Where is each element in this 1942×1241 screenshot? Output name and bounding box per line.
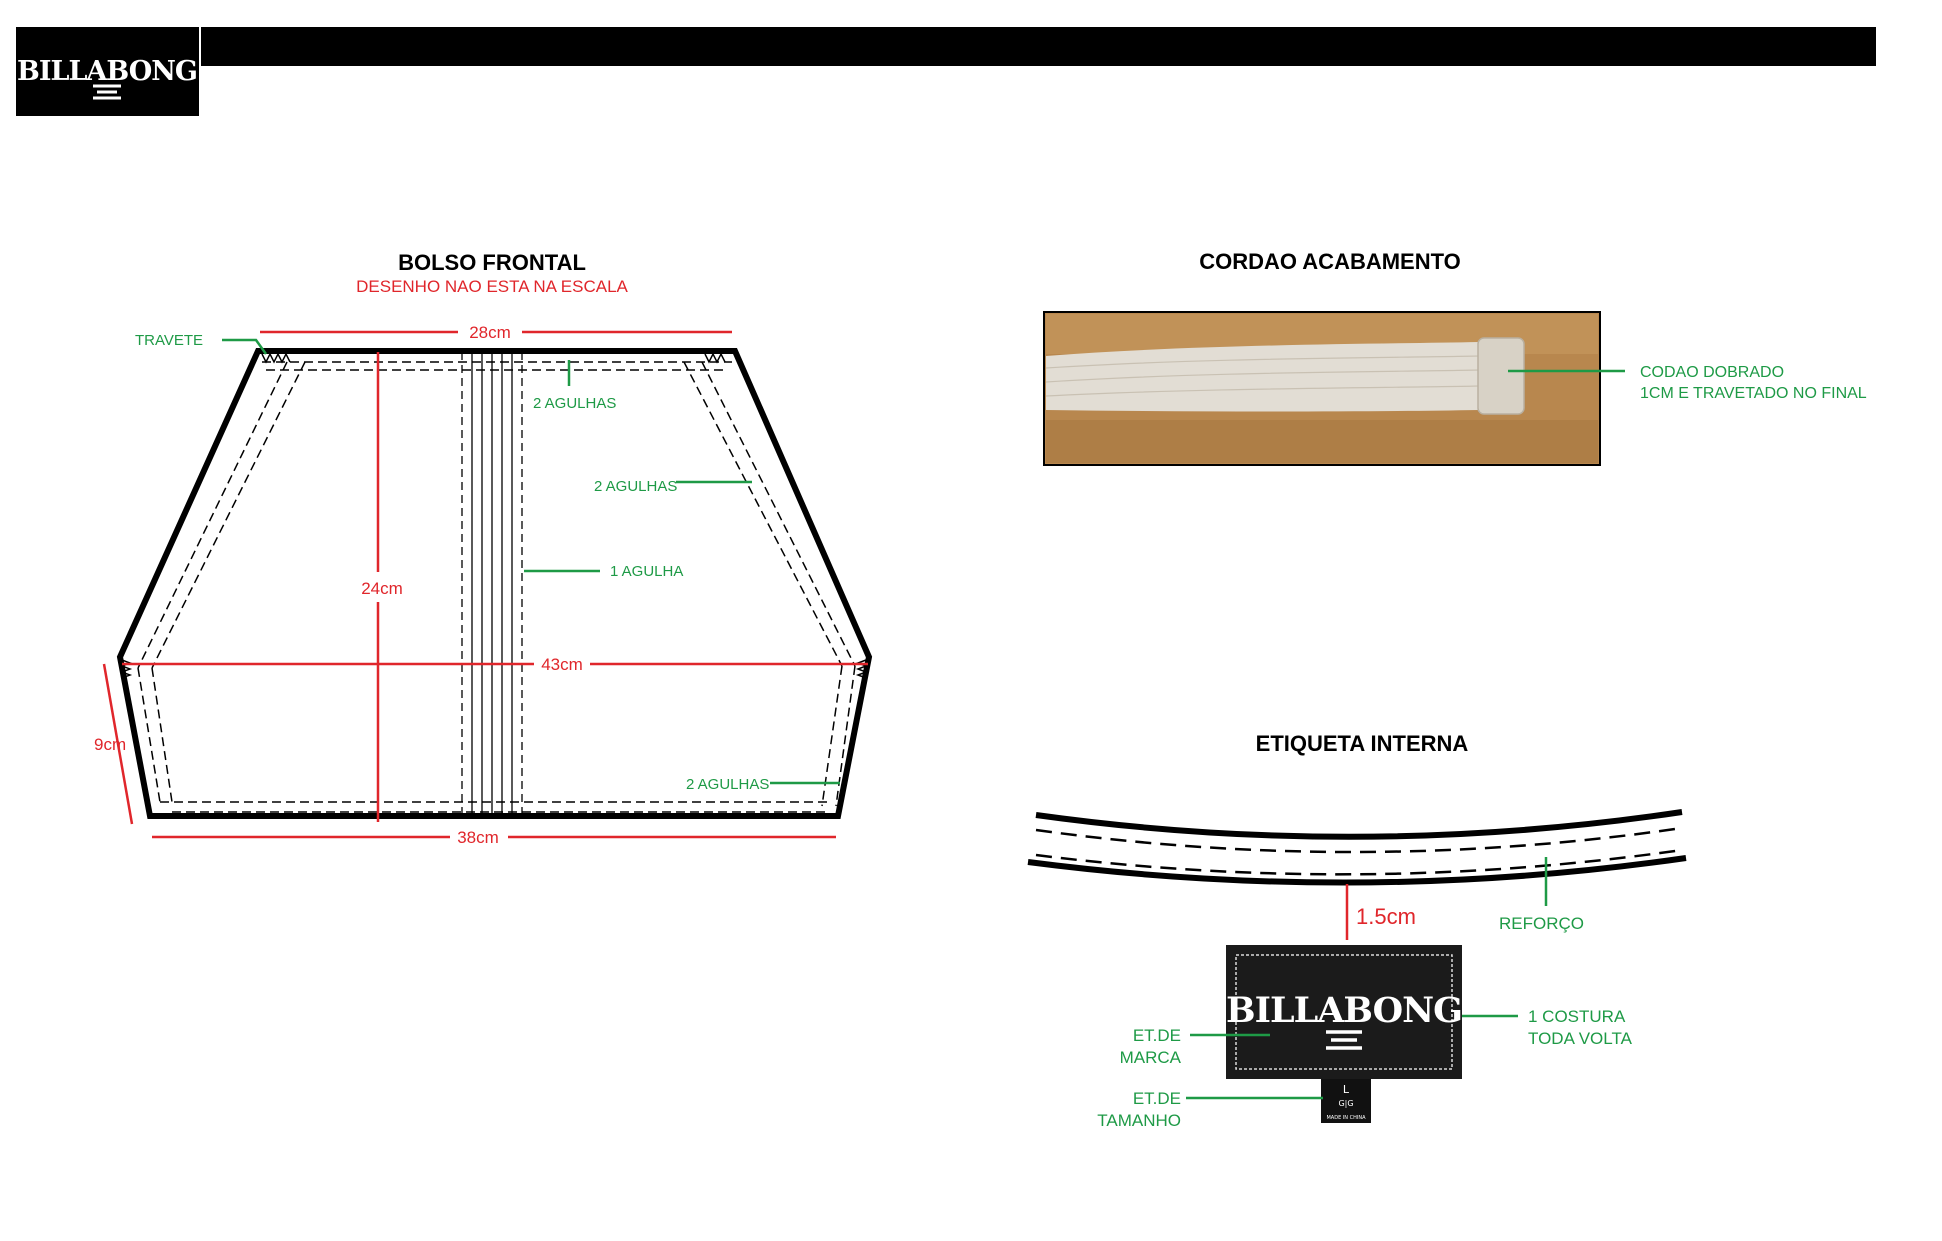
brand-label-note-line1: ET.DE	[1133, 1026, 1181, 1045]
pocket-left-stitching	[137, 361, 830, 813]
dim-top-label: 28cm	[469, 323, 511, 342]
pocket-top-stitching	[262, 361, 732, 371]
two-needles-top-label: 2 AGULHAS	[533, 395, 616, 412]
cord-strip	[1046, 342, 1522, 412]
size-tag-origin: MADE IN CHINA	[1326, 1115, 1366, 1121]
size-label-note-line1: ET.DE	[1133, 1089, 1181, 1108]
brand-label-logo: BILLABONG	[1226, 990, 1462, 1031]
two-needles-bottom-label: 2 AGULHAS	[686, 776, 769, 793]
cord-note-line1: CODAO DOBRADO	[1640, 364, 1784, 381]
travete-label: TRAVETE	[135, 332, 203, 349]
size-tag: L G|G MADE IN CHINA	[1321, 1079, 1371, 1123]
size-tag-size: L	[1343, 1083, 1350, 1096]
two-needles-side-label: 2 AGULHAS	[594, 478, 677, 495]
label-distance: 1.5cm	[1356, 904, 1416, 929]
pocket-dimensions	[102, 330, 868, 839]
cord-note-line2: 1CM E TRAVETADO NO FINAL	[1640, 385, 1867, 402]
header-logo-mark	[93, 84, 121, 100]
stitch-note-line1: 1 COSTURA	[1528, 1007, 1626, 1026]
pocket-subtitle: DESENHO NAO ESTA NA ESCALA	[356, 277, 628, 296]
waistband-drawing	[1027, 809, 1687, 886]
brand-label-mark	[1326, 1030, 1362, 1050]
label-title: ETIQUETA INTERNA	[1256, 731, 1469, 756]
pocket-outline	[116, 348, 873, 819]
pocket-center-seam	[471, 352, 513, 815]
stitch-note-line2: TODA VOLTA	[1528, 1029, 1633, 1048]
dim-width-label: 43cm	[541, 655, 583, 674]
brand-label-note-line2: MARCA	[1120, 1048, 1182, 1067]
cord-photo	[1043, 311, 1601, 466]
dim-height-label: 24cm	[361, 579, 403, 598]
header-logo-box: BILLABONG	[16, 27, 199, 116]
size-tag-size-alt: G|G	[1338, 1099, 1353, 1108]
size-label-note-line2: TAMANHO	[1097, 1111, 1181, 1130]
label-leaders	[1186, 1014, 1518, 1100]
dim-bottom-label: 38cm	[457, 828, 499, 847]
header-bar	[201, 27, 1876, 66]
reinforcement-label: REFORÇO	[1499, 914, 1584, 933]
brand-label: BILLABONG	[1226, 945, 1463, 1079]
cord-title: CORDAO ACABAMENTO	[1199, 249, 1461, 274]
pocket-title: BOLSO FRONTAL	[398, 250, 586, 275]
pocket-drawing	[116, 348, 873, 819]
cord-folded-end	[1477, 337, 1525, 415]
one-needle-label: 1 AGULHA	[610, 563, 683, 580]
dim-side-label: 9cm	[94, 735, 126, 754]
header-logo-text: BILLABONG	[17, 56, 197, 87]
pocket-leaders	[222, 338, 840, 785]
